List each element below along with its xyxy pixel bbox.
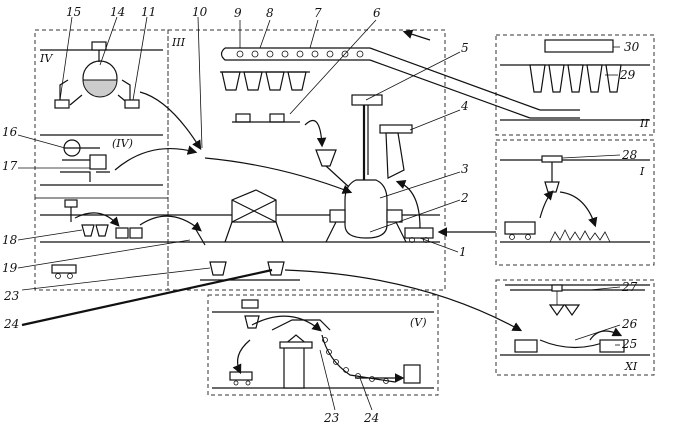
callout-24: 24 bbox=[363, 411, 379, 425]
callout-labels: 15 14 11 10 9 8 7 6 5 4 3 2 1 30 29 28 2… bbox=[2, 5, 640, 425]
callout-16: 18 bbox=[2, 233, 18, 247]
callout-5: 5 bbox=[461, 41, 469, 55]
callout-26: 26 bbox=[621, 317, 638, 331]
callout-2: 2 bbox=[460, 191, 469, 205]
section-labels: IV III (IV) II I XI (V) bbox=[39, 36, 649, 373]
roller-path-24 bbox=[321, 334, 396, 384]
inclined-conveyor bbox=[369, 47, 580, 119]
callout-19: 24 bbox=[3, 317, 19, 331]
section-label-iv: IV bbox=[39, 52, 53, 65]
callout-9: 9 bbox=[234, 6, 242, 20]
molds-16 bbox=[81, 224, 143, 239]
callout-29: 29 bbox=[619, 68, 636, 82]
callout-12: 14 bbox=[110, 5, 125, 19]
callout-10: 10 bbox=[192, 5, 208, 19]
callout-30: 30 bbox=[624, 40, 640, 54]
section-ii-frame bbox=[495, 34, 655, 136]
ladle-car-1 bbox=[404, 227, 434, 239]
callout-17: 19 bbox=[2, 261, 18, 275]
section-label-ii: II bbox=[639, 117, 649, 130]
section-label-iv-paren: (IV) bbox=[112, 137, 133, 150]
section-left-bottom-frame bbox=[34, 197, 169, 291]
bunkers-29 bbox=[529, 64, 622, 93]
converter-3 bbox=[344, 179, 388, 239]
callout-13: 15 bbox=[66, 5, 81, 19]
section-iii-frame bbox=[167, 29, 446, 291]
bunkers-9 bbox=[220, 71, 310, 91]
callout-7: 7 bbox=[314, 6, 322, 20]
mixer bbox=[231, 189, 277, 223]
section-label-iii: III bbox=[171, 36, 186, 49]
callout-6: 6 bbox=[373, 6, 381, 20]
section-label-xi: XI bbox=[624, 360, 638, 373]
conveyor-rollers bbox=[236, 50, 364, 58]
section-iv-frame bbox=[34, 29, 169, 199]
leader-lines bbox=[17, 16, 621, 411]
section-v-frame bbox=[207, 294, 439, 396]
section-label-v: (V) bbox=[410, 316, 427, 329]
section-label-i: I bbox=[639, 165, 645, 178]
callout-3: 3 bbox=[461, 162, 469, 176]
callout-11: 11 bbox=[141, 5, 156, 19]
callout-15: 17 bbox=[2, 159, 18, 173]
callout-1: 1 bbox=[459, 245, 467, 259]
section-xi-frame bbox=[495, 279, 655, 376]
callout-23: 23 bbox=[323, 411, 340, 425]
section-i-frame bbox=[495, 139, 655, 266]
callout-27: 27 bbox=[621, 280, 638, 294]
callout-8: 8 bbox=[266, 6, 274, 20]
callout-25: 25 bbox=[621, 337, 637, 351]
callout-4: 4 bbox=[460, 99, 469, 113]
callout-28: 28 bbox=[621, 148, 638, 162]
callout-18: 23 bbox=[3, 289, 20, 303]
callout-14: 16 bbox=[2, 125, 18, 139]
scrap-pile bbox=[549, 229, 611, 243]
flow-arrows bbox=[74, 29, 623, 383]
